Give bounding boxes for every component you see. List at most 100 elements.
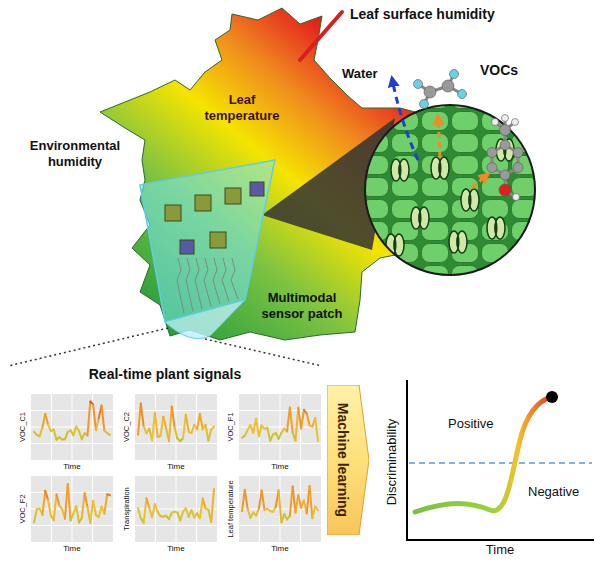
signal-trace [301,410,304,429]
plot-area [135,476,217,542]
grid-line [196,476,197,542]
signal-chart: TranspirationTime [119,475,219,555]
sensor-wire [186,258,193,311]
signal-trace [155,413,158,437]
signal-trace [208,430,211,441]
signal-plots [31,394,321,542]
curve-label: Negative [528,484,579,500]
sensor-patch [140,160,275,322]
atom [442,80,454,92]
signal-trace [245,490,248,509]
callout-label: Environmental humidity [20,138,130,170]
stoma-pore [457,235,460,249]
grid-line [135,525,217,526]
signal-chart: Leaf temperatureTime [223,475,323,555]
signal-trace [87,402,90,436]
zoom-line [8,328,168,366]
signal-trace [76,506,79,522]
signal-trace [146,498,149,507]
signal-trace [65,432,68,440]
signal-trace [293,487,296,513]
signal-trace [186,415,189,432]
arrow-label: Machine learning [334,385,352,535]
atom [450,70,459,79]
end-dot [546,391,558,403]
atom [487,148,497,158]
sensor-wire [195,258,202,309]
y-axis [406,380,408,540]
sensor-wire [204,258,211,306]
guard-cell [411,207,421,229]
signal-trace [93,405,96,430]
panel-title: VOC_F2 [18,476,28,542]
signal-trace [40,427,43,436]
grid-line [239,443,321,444]
panel-title: VOC_C2 [122,394,132,460]
guard-cell [449,231,459,253]
grid-line [31,525,113,526]
grid-line [135,443,217,444]
stomata-magnified [360,100,540,280]
atom [499,184,511,196]
leaf-stem [300,12,342,60]
guard-cell [487,217,497,239]
stoma-pore [469,193,472,207]
atom [513,194,520,201]
signal-trace [85,493,88,507]
stoma-pore [419,211,422,225]
axis-label: Time [135,543,217,554]
signal-trace [200,414,203,430]
signal-trace [54,430,57,440]
atom [500,140,510,150]
signal-trace [54,494,57,520]
signal-trace [141,404,144,427]
signal-trace [57,494,60,505]
atom [502,115,509,122]
guard-cell [419,207,429,229]
sensor-wire [177,258,184,314]
atom [513,148,523,158]
signal-trace [73,427,76,436]
axis-label: Time [239,543,321,554]
voc-arrow [438,116,440,158]
atom [458,90,467,99]
signal-trace [144,498,147,522]
signal-chart: VOC_F1Time [223,393,323,473]
atom [492,119,499,126]
signal-trace [290,408,293,433]
signal-trace [203,499,206,509]
signal-trace [307,414,310,426]
sensor-element [195,195,211,211]
signal-trace [82,493,85,518]
axis-label: Time [31,461,113,472]
signal-trace [310,486,313,518]
signal-trace [169,513,172,519]
plot-area [239,476,321,542]
sensor-element [250,182,264,196]
stoma-pore [399,163,402,177]
guard-cell [457,231,467,253]
signal-trace [163,417,166,429]
panel-title: Transpiration [122,476,132,542]
signal-trace [155,504,158,512]
water-arrow [392,78,418,160]
threshold-line [409,462,592,464]
atom [500,170,510,180]
signal-panel: Real-time plant signalsVOC_C1TimeVOC_C2T… [5,365,325,560]
sensor-wire [213,258,220,304]
atom [424,86,436,98]
signal-trace [107,494,110,495]
sensor-element [210,232,226,248]
signal-trace [48,500,51,516]
stoma-pore [439,161,442,175]
panel-title: VOC_C1 [18,394,28,460]
signal-trace [256,419,259,437]
voc-arrow [472,174,488,188]
callout-label: Multimodal sensor patch [250,290,354,322]
signal-trace [90,501,93,523]
voc-molecules [414,70,523,201]
sensor-wire [231,258,238,299]
zoom-line [205,339,322,366]
